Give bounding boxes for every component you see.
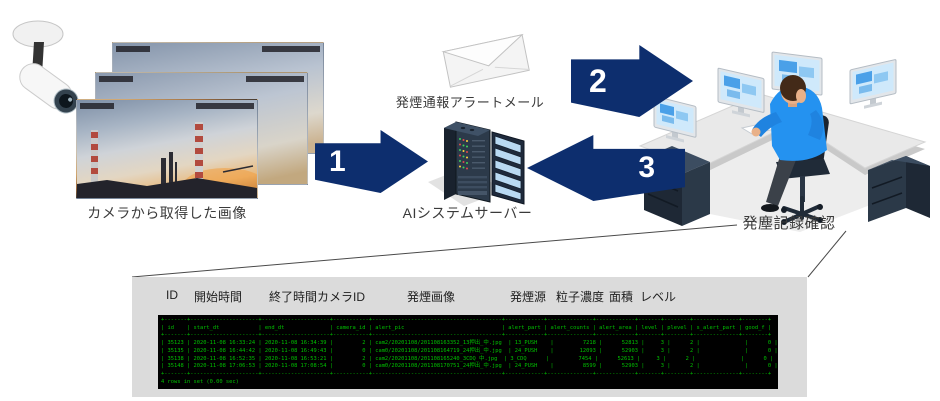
- terminal-pre: +-------+---------------------+---------…: [161, 317, 778, 385]
- camera-images-caption: カメラから取得した画像: [87, 205, 247, 221]
- alert-mail-envelope-icon: [441, 33, 530, 88]
- mysql-terminal: +-------+---------------------+---------…: [158, 315, 778, 389]
- timestamp-overlay: [246, 76, 304, 82]
- ai-server-caption: AIシステムサーバー: [402, 205, 533, 221]
- camera-photo-front: [76, 99, 258, 199]
- arrow-2-number: 2: [589, 62, 607, 99]
- timestamp-overlay: [262, 46, 320, 52]
- monitor-icon: [717, 67, 765, 118]
- timestamp-overlay: [116, 46, 150, 52]
- col-header-level: レベル: [640, 290, 677, 304]
- industrial-silhouette: [77, 122, 257, 198]
- dust-record-panel: ID 開始時間 終了時間 カメラID 発煙画像 発煙源 粒子濃度 面積 レベル …: [132, 277, 807, 397]
- dust-record-caption: 発塵記録確認: [742, 215, 836, 232]
- col-header-end-time: 終了時間: [269, 290, 318, 304]
- arrow-3-number: 3: [638, 151, 655, 184]
- operator-desk-illustration: [638, 51, 930, 232]
- flow-arrow-1: 1: [315, 130, 428, 193]
- col-header-particle-density: 粒子濃度: [556, 290, 605, 304]
- monitor-icon: [653, 95, 697, 143]
- col-header-area: 面積: [609, 290, 634, 304]
- timestamp-overlay: [99, 76, 133, 82]
- arrow-1-number: 1: [329, 144, 346, 178]
- operator-person: [751, 75, 827, 212]
- timestamp-overlay: [196, 103, 254, 109]
- col-header-smoke-source: 発煙源: [510, 290, 547, 304]
- col-header-start-time: 開始時間: [194, 290, 243, 304]
- col-header-smoke-image: 発煙画像: [407, 290, 456, 304]
- col-header-camera-id: カメラID: [317, 290, 366, 304]
- col-header-id: ID: [166, 288, 178, 302]
- alert-mail-caption: 発煙通報アラートメール: [395, 95, 545, 110]
- monitor-icon: [849, 59, 897, 109]
- timestamp-overlay: [80, 103, 114, 109]
- security-camera-icon: [12, 20, 79, 114]
- ai-server-icon: [428, 121, 525, 206]
